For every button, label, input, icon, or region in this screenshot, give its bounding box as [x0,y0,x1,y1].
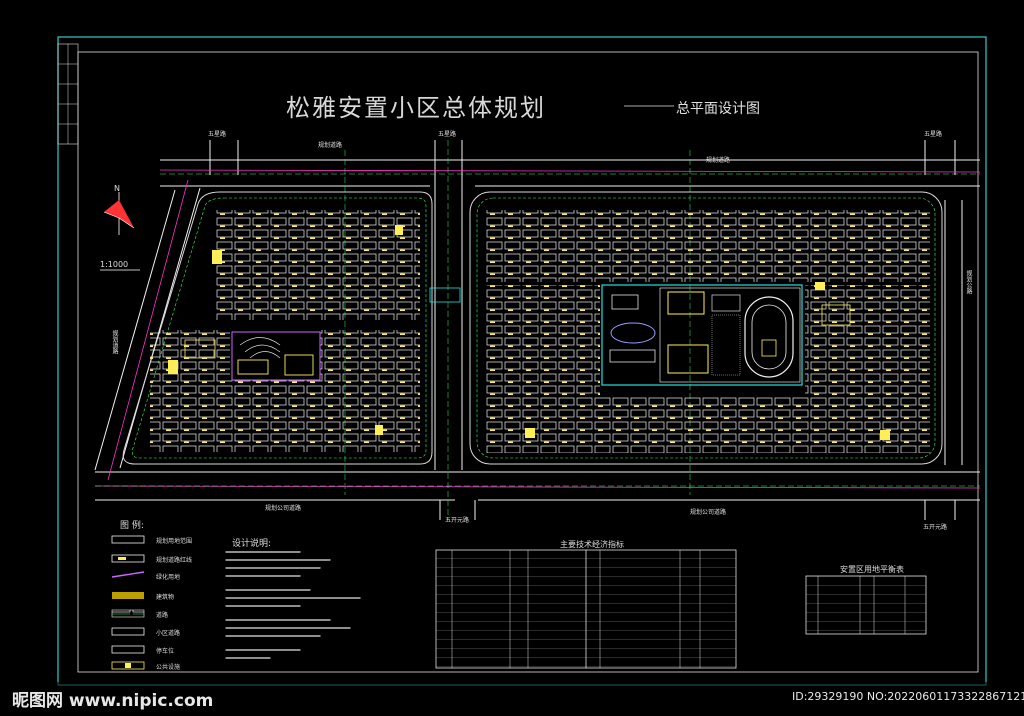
road-label-bottom-left: 规划公司道路 [265,505,302,512]
road-label-bottom-right: 规划公司道路 [690,509,727,516]
design-notes-title: 设计说明: [232,539,272,549]
right-houses-east [805,285,930,395]
watermark-band [0,682,1024,716]
right-houses-west [485,285,600,395]
legend-item: 绿化用地 [156,574,181,581]
road-label-s2: 五开元路 [923,524,948,531]
left-houses-south [150,380,420,452]
road-label-top-right: 规划道路 [706,157,731,164]
right-block-outline [469,191,943,465]
legend-symbols [111,535,145,670]
road-label-n2: 五星路 [438,131,457,138]
legend-item: 规划道路红线 [156,557,193,564]
page-subtitle: 总平面设计图 [676,101,760,117]
scale-label: 1:1000 [100,260,129,269]
land-balance-table [805,575,927,635]
road-label-left: 规划道路 [111,330,118,354]
legend-item: 小区道路 [156,630,181,637]
tech-table-title: 主要技术经济指标 [560,540,624,549]
property-boundary [94,169,981,489]
road-centerlines [95,140,980,520]
road-label-n3: 五星路 [924,131,943,138]
legend-item: 道路 [156,612,169,619]
right-houses-north [485,210,930,282]
design-notes-lines [225,551,361,659]
left-block-outline [122,191,433,465]
running-track [744,296,794,378]
land-table-title: 安置区用地平衡表 [840,565,904,574]
road-network [94,140,980,520]
road-label-top-left: 规划道路 [318,142,343,149]
legend-item: 公共设施 [156,664,181,671]
north-label: N [114,184,120,193]
left-houses-north [215,210,420,320]
legend-item: 建筑物 [156,594,175,601]
legend-item: 规划用地范围 [156,538,193,545]
watermark-id: ID:29329190 NO:20220601173322867121 [792,690,1024,703]
inner-frame [77,51,979,673]
legend-item: 停车位 [156,648,175,655]
school-campus [601,284,803,386]
watermark-site: 昵图网 www.nipic.com [12,691,214,711]
road-label-n1: 五星路 [208,131,227,138]
left-center-plaza [231,331,321,381]
road-label-right: 规划公路 [965,270,972,294]
page-title: 松雅安置小区总体规划 [286,94,546,122]
right-houses-south [485,395,930,453]
road-label-s1: 五开元路 [445,517,470,524]
legend-title: 图 例: [120,521,144,531]
tech-indicators-table [435,549,737,669]
north-arrow-icon [103,192,135,235]
